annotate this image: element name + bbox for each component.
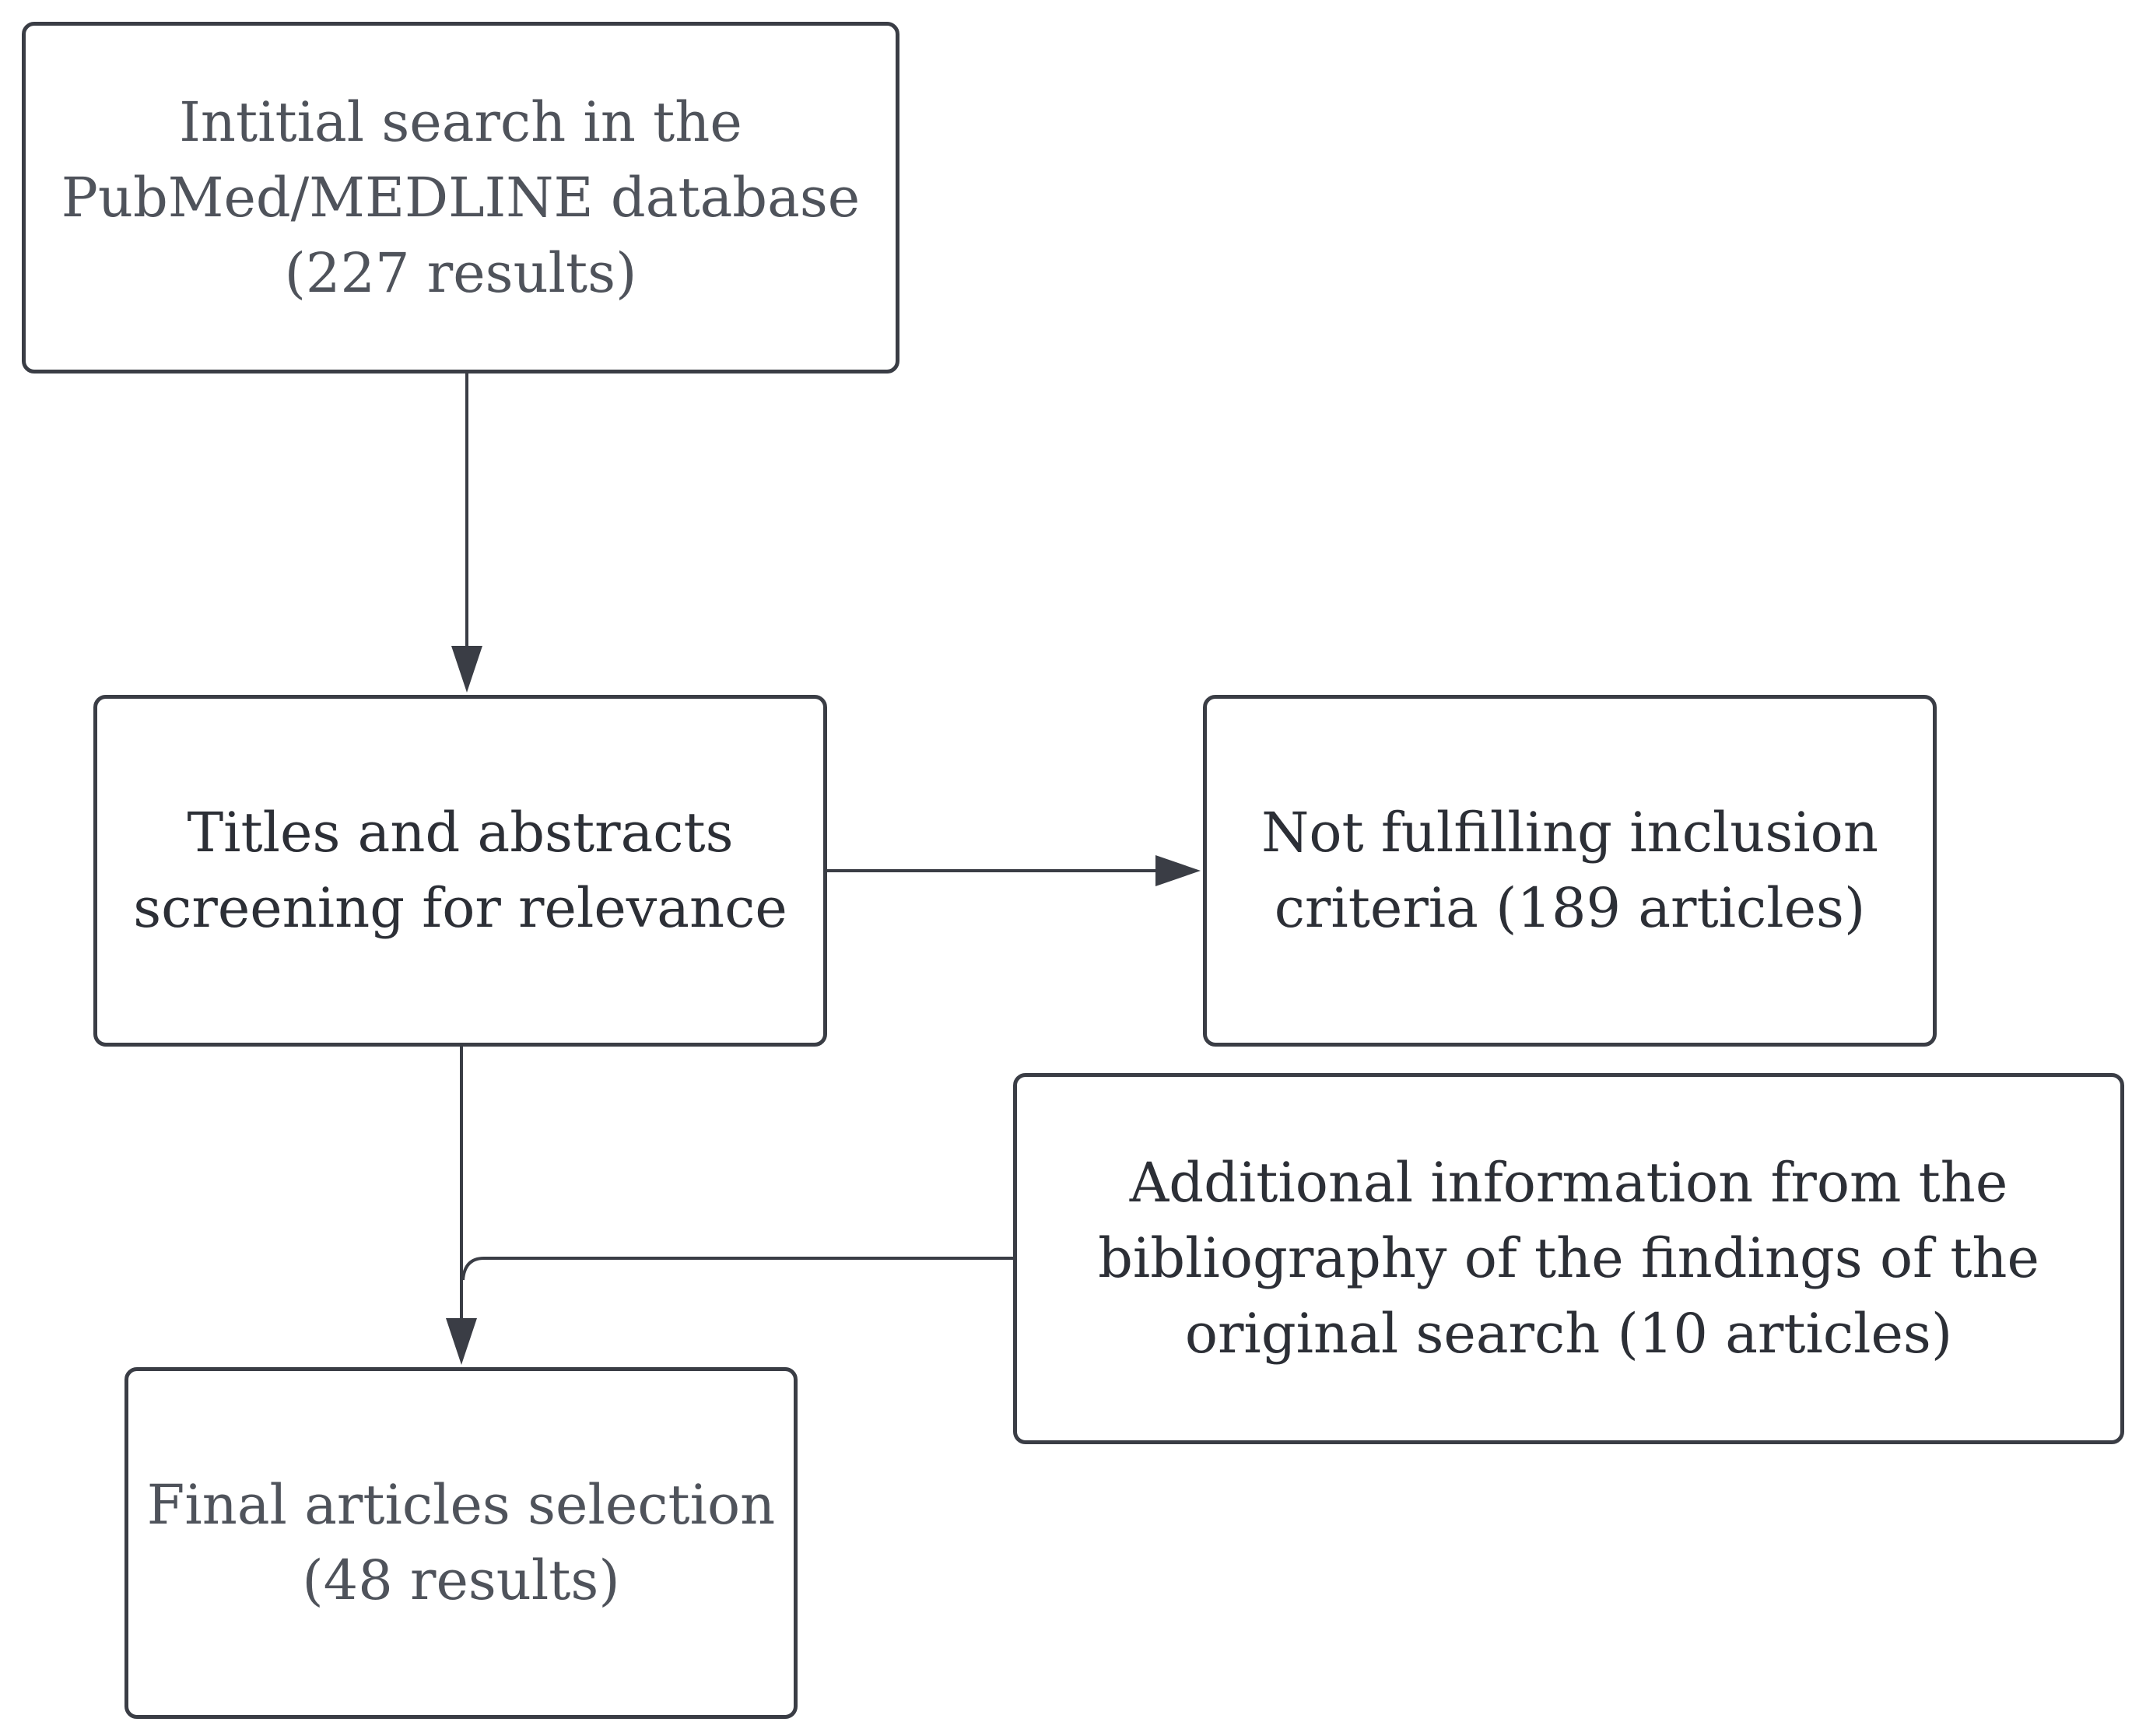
arrowhead-screen-to-excluded: [1155, 855, 1201, 886]
node-excluded-line-1: Not fulfilling inclusion: [1261, 801, 1878, 864]
node-initial-search-line-1: Intitial search in the: [179, 89, 742, 154]
arrowhead-screen-to-final: [446, 1318, 477, 1365]
node-screening-line-1: Titles and abstracts: [187, 801, 734, 864]
node-initial-search-line-3: (227 results): [284, 240, 637, 305]
edge-extra-to-final: [461, 1257, 1013, 1281]
node-final-selection-line-2: (48 results): [302, 1548, 620, 1612]
node-additional-information-line-1: Additional information from the: [1129, 1151, 2008, 1215]
node-excluded-line-2: criteria (189 articles): [1274, 876, 1866, 940]
node-additional-information-line-2: bibliography of the findings of the: [1098, 1226, 2039, 1290]
node-excluded: Not fulfilling inclusion criteria (189 a…: [1203, 695, 1937, 1047]
node-additional-information-line-3: original search (10 articles): [1184, 1302, 1953, 1366]
node-additional-information: Additional information from the bibliogr…: [1013, 1073, 2124, 1444]
node-final-selection-line-1: Final articles selection: [146, 1473, 776, 1537]
node-initial-search: Intitial search in the PubMed/MEDLINE da…: [22, 22, 899, 374]
arrowhead-search-to-screen: [451, 646, 482, 693]
node-final-selection: Final articles selection (48 results): [124, 1367, 798, 1719]
node-screening: Titles and abstracts screening for relev…: [93, 695, 827, 1047]
node-screening-line-2: screening for relevance: [133, 876, 787, 940]
node-initial-search-line-2: PubMed/MEDLINE database: [61, 165, 861, 230]
